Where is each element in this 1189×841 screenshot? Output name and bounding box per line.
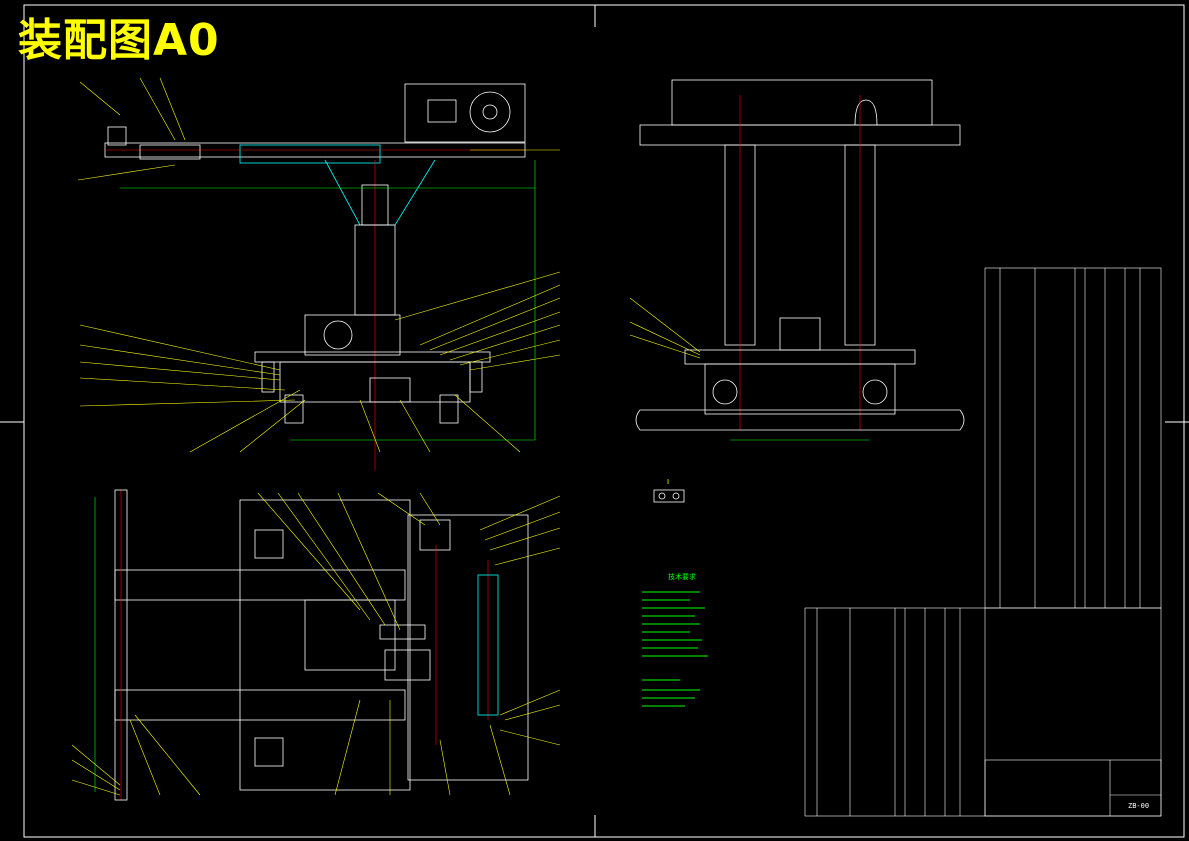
plan-view bbox=[94, 489, 529, 801]
drawing-frame bbox=[0, 4, 1189, 838]
drawing-number: ZB-00 bbox=[1128, 802, 1150, 810]
drawing-title: 装配图A0 bbox=[18, 15, 220, 66]
side-view-leaders bbox=[629, 297, 701, 359]
detail-view-i bbox=[653, 489, 685, 503]
tech-requirements-block bbox=[642, 591, 708, 707]
side-view bbox=[635, 79, 965, 441]
detail-label: I bbox=[667, 478, 670, 486]
parts-list-table bbox=[804, 267, 1162, 817]
front-view-leaders bbox=[77, 77, 561, 453]
tech-requirements-title: 技术要求 bbox=[668, 573, 696, 581]
plan-view-leaders bbox=[71, 492, 561, 796]
front-view-arm bbox=[104, 83, 536, 470]
